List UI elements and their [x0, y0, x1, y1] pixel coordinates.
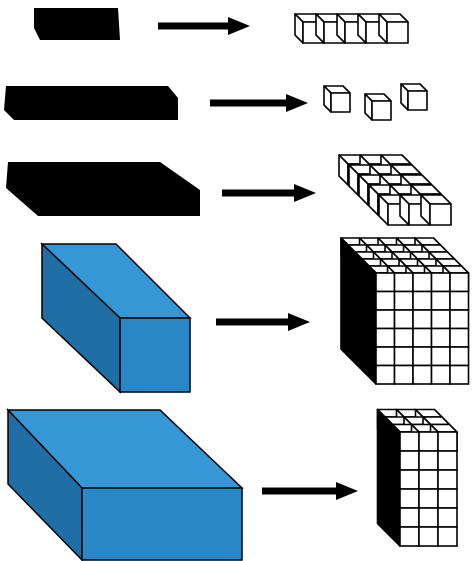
unit-cube-face: [412, 327, 433, 348]
unit-cube: [420, 194, 452, 226]
blue-large-prism: [6, 408, 244, 561]
unit-cube-face: [430, 272, 451, 293]
unit-cube-face: [437, 431, 458, 452]
unit-cube-face: [375, 327, 396, 348]
right-arrow-icon: [158, 17, 250, 35]
black-flat-slab: [6, 162, 200, 216]
unit-cube-face: [437, 469, 458, 490]
right-arrow-icon: [216, 313, 310, 331]
unit-cube-face: [430, 346, 451, 367]
unit-cube-face: [437, 450, 458, 471]
unit-cube-face: [449, 346, 470, 367]
right-arrow-icon: [210, 94, 308, 112]
unit-cube: [399, 194, 431, 226]
row-5: [6, 408, 458, 561]
unit-cube-face: [418, 469, 439, 490]
unit-cube: [364, 93, 392, 121]
black-long-bar: [4, 86, 178, 120]
unit-cube-face: [449, 309, 470, 330]
3-separate-unit-cubes: [323, 83, 428, 121]
unit-cube-face: [393, 346, 414, 367]
unit-cube-face: [412, 290, 433, 311]
row-2: [4, 83, 428, 121]
unit-cube-face: [412, 272, 433, 293]
unit-cube-face: [418, 507, 439, 528]
unit-cube-prism-column: [376, 408, 458, 547]
unit-cube-face: [412, 364, 433, 385]
unit-cube-face: [375, 272, 396, 293]
unit-cube-prism-tall: [340, 237, 470, 385]
unit-cube-face: [393, 290, 414, 311]
unit-cube-face: [418, 526, 439, 547]
unit-cube-face: [393, 364, 414, 385]
unit-cube-face: [399, 431, 420, 452]
blue-rectangular-prism: [40, 242, 192, 394]
unit-cube-face: [437, 507, 458, 528]
unit-cube-face: [375, 346, 396, 367]
unit-cube-face: [430, 364, 451, 385]
unit-cube-face: [437, 488, 458, 509]
unit-cube-face: [399, 507, 420, 528]
unit-cube-face: [399, 488, 420, 509]
unit-cube-face: [449, 364, 470, 385]
row-1: [34, 8, 409, 44]
unit-cube-face: [418, 488, 439, 509]
black-thin-bar: [34, 8, 120, 40]
unit-cube-layer-grid: [338, 154, 452, 226]
row-3: [6, 154, 452, 226]
unit-cube-face: [449, 272, 470, 293]
right-arrow-icon: [222, 184, 316, 202]
unit-cube-face: [375, 290, 396, 311]
unit-cube-face: [375, 364, 396, 385]
unit-cube: [378, 13, 409, 44]
unit-cube-face: [375, 309, 396, 330]
unit-cube-face: [449, 327, 470, 348]
unit-cube-face: [393, 327, 414, 348]
unit-cube: [323, 85, 351, 113]
unit-cube-face: [430, 327, 451, 348]
unit-cube-face: [393, 272, 414, 293]
unit-cube-face: [399, 469, 420, 490]
unit-cube-face: [399, 450, 420, 471]
unit-cube-face: [437, 526, 458, 547]
unit-cube-face: [430, 309, 451, 330]
unit-cube-face: [412, 346, 433, 367]
unit-cube: [400, 83, 428, 111]
unit-cube-face: [430, 290, 451, 311]
row-of-5-unit-cubes: [294, 13, 409, 44]
prism-side-face: [376, 408, 401, 547]
unit-cube-face: [399, 526, 420, 547]
unit-cube-face: [412, 309, 433, 330]
unit-cube-face: [418, 450, 439, 471]
right-arrow-icon: [262, 482, 358, 500]
unit-cube-face: [449, 290, 470, 311]
unit-cube-face: [418, 431, 439, 452]
unit-cube-face: [393, 309, 414, 330]
row-4: [40, 237, 470, 394]
